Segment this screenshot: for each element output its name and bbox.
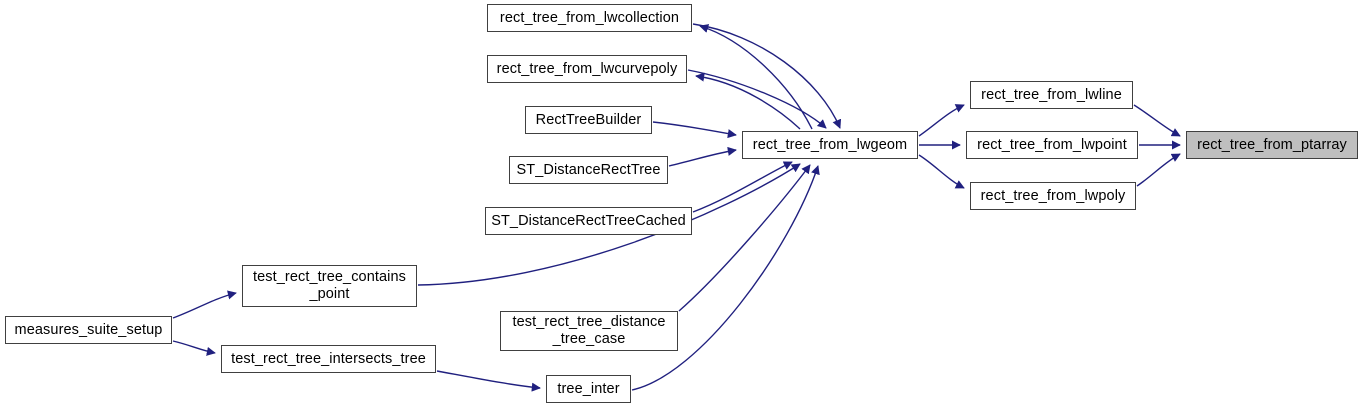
node-lwcollection[interactable]: rect_tree_from_lwcollection	[487, 4, 692, 32]
node-label-lwline: rect_tree_from_lwline	[981, 86, 1122, 103]
node-label-recttreebuilder: RectTreeBuilder	[535, 111, 642, 128]
node-st_distancerecttree[interactable]: ST_DistanceRectTree	[509, 156, 668, 184]
node-lwpoint[interactable]: rect_tree_from_lwpoint	[966, 131, 1138, 159]
edge-intersects-tree-to-tree-inter	[436, 370, 541, 392]
node-lwgeom[interactable]: rect_tree_from_lwgeom	[742, 131, 918, 159]
edge-suite-setup-to-contains-point	[172, 290, 237, 319]
node-label-contains_point: test_rect_tree_contains _point	[252, 269, 407, 302]
node-recttreebuilder[interactable]: RectTreeBuilder	[525, 106, 652, 134]
node-label-lwpoint: rect_tree_from_lwpoint	[977, 136, 1127, 153]
edge-lwgeom-to-lwcurvepoly	[695, 72, 801, 130]
edge-lwgeom-to-lwline	[918, 104, 965, 137]
edge-lwline-to-ptarray	[1133, 104, 1181, 137]
edge-lwpoly-to-ptarray	[1136, 153, 1181, 187]
node-intersects_tree[interactable]: test_rect_tree_intersects_tree	[221, 345, 436, 373]
node-contains_point[interactable]: test_rect_tree_contains _point	[242, 265, 417, 307]
node-lwpoly[interactable]: rect_tree_from_lwpoly	[970, 182, 1136, 210]
node-label-tree_inter: tree_inter	[557, 380, 620, 397]
edge-lwgeom-to-lwpoly	[918, 154, 965, 189]
node-st_distancecached[interactable]: ST_DistanceRectTreeCached	[485, 207, 692, 235]
node-label-lwcurvepoly: rect_tree_from_lwcurvepoly	[496, 60, 678, 77]
edge-recttreebuilder-to-lwgeom	[652, 121, 737, 139]
node-label-lwgeom: rect_tree_from_lwgeom	[752, 136, 908, 153]
node-label-intersects_tree: test_rect_tree_intersects_tree	[231, 350, 426, 367]
node-ptarray[interactable]: rect_tree_from_ptarray	[1186, 131, 1358, 159]
node-label-distance_tree_case: test_rect_tree_distance _tree_case	[512, 314, 666, 347]
node-suite_setup[interactable]: measures_suite_setup	[5, 316, 172, 344]
node-label-suite_setup: measures_suite_setup	[14, 321, 163, 338]
edge-st-distancerecttree-to-lwgeom	[668, 146, 737, 167]
node-label-st_distancerecttree: ST_DistanceRectTree	[516, 161, 661, 178]
node-lwcurvepoly[interactable]: rect_tree_from_lwcurvepoly	[487, 55, 687, 83]
edge-distance-tree-case-to-lwgeom	[678, 164, 811, 312]
edge-lwcollection-to-lwgeom	[692, 23, 842, 129]
node-label-ptarray: rect_tree_from_ptarray	[1197, 136, 1347, 153]
node-label-lwpoly: rect_tree_from_lwpoly	[980, 187, 1126, 204]
node-tree_inter[interactable]: tree_inter	[546, 375, 631, 403]
node-label-st_distancecached: ST_DistanceRectTreeCached	[491, 212, 686, 229]
edge-tree-inter-to-lwgeom	[631, 165, 820, 391]
edge-st-distancecached-to-lwgeom	[692, 161, 793, 213]
node-distance_tree_case[interactable]: test_rect_tree_distance _tree_case	[500, 311, 678, 351]
edge-lwgeom-to-lwcollection	[699, 24, 813, 130]
node-label-lwcollection: rect_tree_from_lwcollection	[499, 9, 680, 26]
edge-suite-setup-to-intersects-tree	[172, 340, 216, 356]
edge-lwcurvepoly-to-lwgeom	[687, 69, 827, 129]
node-lwline[interactable]: rect_tree_from_lwline	[970, 81, 1133, 109]
